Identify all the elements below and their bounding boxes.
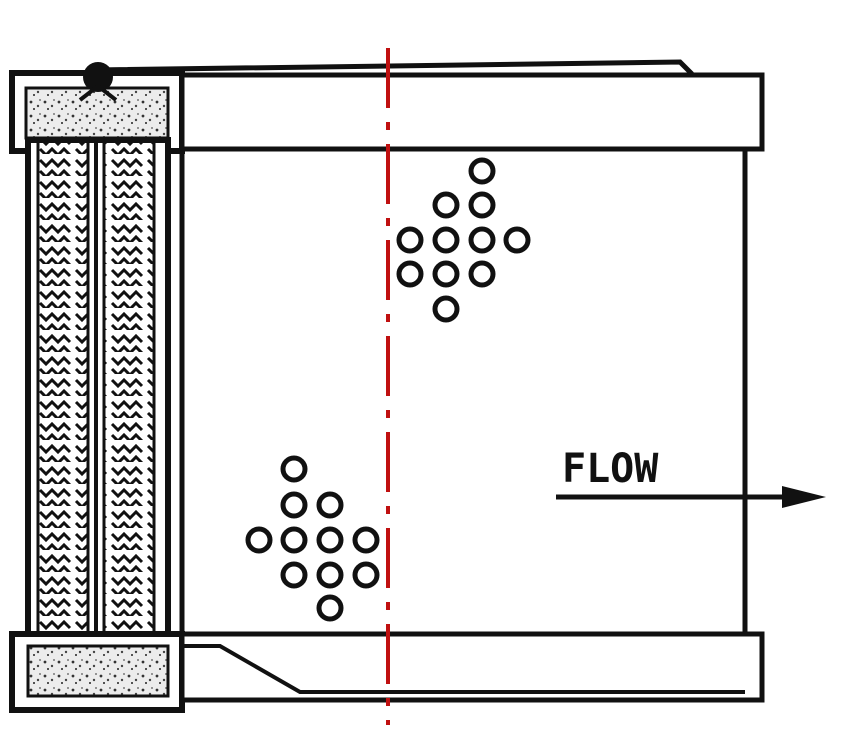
upper-hole-cluster xyxy=(396,157,531,323)
pleated-media xyxy=(25,137,171,641)
bottom-end-cap xyxy=(9,631,185,713)
seal-groove xyxy=(78,83,118,102)
lower-hole-cluster xyxy=(245,455,380,622)
top-lip xyxy=(94,59,694,76)
filter-body xyxy=(179,149,748,634)
bottom-band xyxy=(179,631,765,703)
top-band xyxy=(179,72,765,152)
seal-bead-icon xyxy=(83,62,113,92)
arrow-right-icon xyxy=(556,486,826,508)
flow-label: FLOW xyxy=(562,446,659,492)
